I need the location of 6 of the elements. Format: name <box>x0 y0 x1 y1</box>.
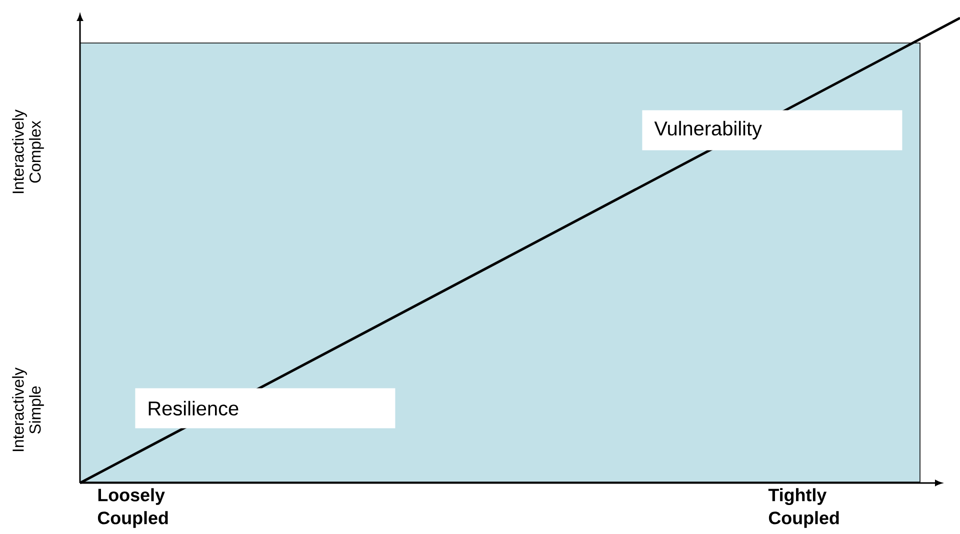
label-box: Vulnerability <box>642 110 902 150</box>
label-box: Resilience <box>135 388 396 428</box>
axis-label: Loosely Coupled <box>98 488 168 528</box>
axis-label: Tightly Coupled <box>768 488 839 528</box>
axis-label: Interactively Simple <box>12 368 44 452</box>
axis-label: Interactively Complex <box>12 110 44 194</box>
